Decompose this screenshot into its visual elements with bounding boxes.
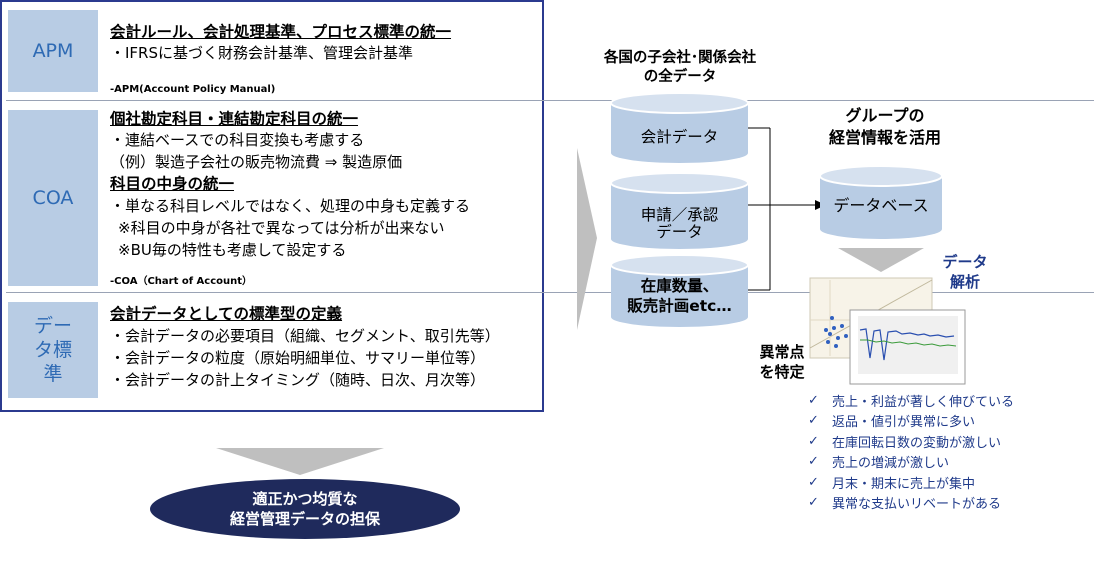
conclusion-ellipse: [150, 479, 460, 539]
check-icon: ✓: [808, 454, 819, 470]
list-item: ✓異常な支払いリベートがある: [808, 495, 1002, 513]
list-item: ✓返品・値引が異常に多い: [808, 413, 976, 431]
check-icon: ✓: [808, 474, 819, 490]
coa-label: COA: [8, 110, 98, 286]
data-standard-line: ・会計データの計上タイミング（随時、日次、月次等）: [110, 371, 486, 389]
cylinder-accounting: [610, 92, 749, 163]
anomaly-checklist: ✓売上・利益が著しく伸びている ✓返品・値引が異常に多い ✓在庫回転日数の変動が…: [808, 390, 1014, 513]
coa-line: （例）製造子会社の販売物流費 ⇒ 製造原価: [110, 153, 403, 171]
sources-title: 各国の子会社･関係会社 の全データ: [603, 50, 757, 85]
cylinder-approval: [610, 172, 749, 249]
apm-note: -APM(Account Policy Manual): [110, 84, 276, 95]
coa-line: ※BU毎の特性も考慮して設定する: [118, 241, 347, 259]
list-item: ✓在庫回転日数の変動が激しい: [808, 433, 1002, 451]
standards-panel: APM 会計ルール、会計処理基準、プロセス標準の統一 ・IFRSに基づく財務会計…: [0, 0, 1094, 412]
check-icon: ✓: [808, 495, 819, 511]
analysis-label: データ 解析: [942, 253, 988, 291]
anomaly-label: 異常点 を特定: [759, 343, 805, 381]
coa-heading: 個社勘定科目・連結勘定科目の統一: [110, 110, 359, 128]
data-standard-line: ・会計データの粒度（原始明細単位、サマリー単位等）: [110, 349, 486, 367]
coa-heading-2: 科目の中身の統一: [110, 175, 235, 193]
check-icon: ✓: [808, 433, 819, 449]
coa-line: ・連結ベースでの科目変換も考慮する: [110, 131, 365, 149]
database-cylinder: [819, 165, 943, 239]
analysis-down-arrow: [838, 248, 924, 272]
cylinder-accounting-label: 会計データ: [640, 128, 719, 146]
check-icon: ✓: [808, 392, 819, 408]
right-arrow: [577, 148, 597, 330]
apm-heading: 会計ルール、会計処理基準、プロセス標準の統一: [110, 23, 452, 41]
coa-line: ・単なる科目レベルではなく、処理の中身も定義する: [110, 197, 471, 215]
cylinder-inventory-label: 在庫数量、 販売計画etc…: [627, 277, 732, 315]
analysis-chart-thumbnail: [809, 277, 966, 385]
list-item: ✓売上・利益が著しく伸びている: [808, 392, 1015, 410]
apm-line: ・IFRSに基づく財務会計基準、管理会計基準: [110, 44, 413, 62]
divider: [6, 292, 1094, 293]
list-item: ✓月末・期末に売上が集中: [808, 474, 976, 492]
cylinder-inventory: [610, 254, 749, 327]
coa-note: -COA（Chart of Account）: [110, 276, 253, 287]
connector-lines: [748, 127, 815, 291]
divider: [6, 100, 1094, 101]
down-arrow: [216, 448, 384, 475]
check-icon: ✓: [808, 413, 819, 429]
group-title: グループの 経営情報を活用: [828, 106, 941, 147]
cylinder-approval-label: 申請／承認 データ: [640, 206, 719, 241]
coa-line: ※科目の中身が各社で異なっては分析が出来ない: [118, 219, 445, 237]
database-label: データベース: [833, 196, 929, 215]
data-standard-heading: 会計データとしての標準型の定義: [110, 305, 343, 323]
data-standard-line: ・会計データの必要項目（組織、セグメント、取引先等）: [110, 327, 500, 345]
conclusion-text: 適正かつ均質な 経営管理データの担保: [229, 490, 380, 528]
list-item: ✓売上の増減が激しい: [808, 454, 950, 472]
apm-label: APM: [8, 10, 98, 92]
data-standard-label: データ標準: [8, 302, 98, 398]
